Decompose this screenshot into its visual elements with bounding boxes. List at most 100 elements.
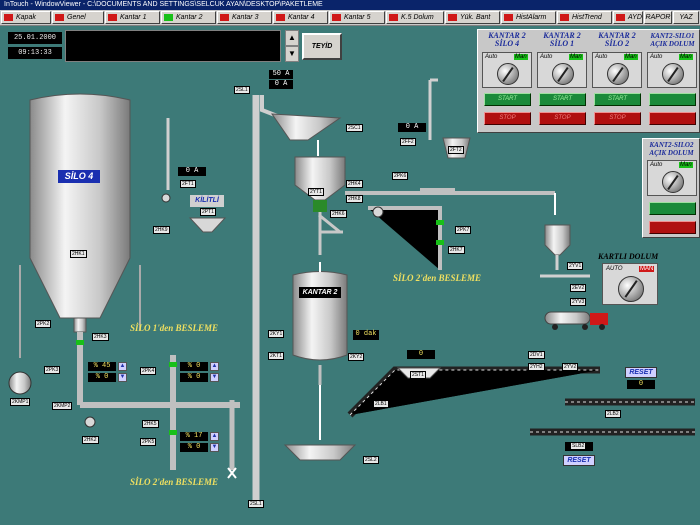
setpoint-value: % 45	[88, 362, 116, 371]
status-led	[164, 14, 173, 21]
status-led	[4, 14, 13, 21]
status-led	[389, 14, 398, 21]
knob-icon	[552, 63, 574, 85]
nav-rapor-button[interactable]: RAPOR	[644, 11, 672, 24]
motor-current-b: 0 A	[398, 123, 426, 132]
start-button[interactable]: START	[594, 93, 641, 106]
stop-button[interactable]: STOP	[539, 112, 586, 125]
reset-button-2[interactable]: RESET	[563, 455, 595, 466]
nav-kantar3-button[interactable]: Kantar 3	[217, 11, 272, 24]
selector-switch[interactable]: Auto Man	[647, 160, 697, 196]
status-led	[332, 14, 341, 21]
status-led	[616, 14, 625, 21]
status-led	[560, 14, 569, 21]
tag-label: 2HK6	[330, 210, 347, 218]
kilitli-hopper	[188, 217, 227, 233]
tag-label: SLB2	[570, 442, 587, 450]
nav-kapak-button[interactable]: Kapak	[1, 11, 51, 24]
alarm-message-box	[65, 30, 281, 62]
stop-button[interactable]: STOP	[594, 112, 641, 125]
panel-title: KANTAR 2 SİLO 4	[488, 31, 526, 48]
filling-hopper	[544, 224, 571, 256]
tanker-truck	[544, 311, 591, 325]
tag-label: 2HK8	[346, 195, 363, 203]
nav-histtrend-button[interactable]: HistTrend	[557, 11, 612, 24]
scroll-down-button[interactable]: ▼	[285, 46, 299, 62]
increase-button[interactable]: ▲	[210, 362, 219, 371]
nav-k5dolum-button[interactable]: K.5 Dolum	[386, 11, 444, 24]
nav-bar: Kapak Genel Kantar 1 Kantar 2 Kantar 3 K…	[0, 10, 700, 26]
setpoint-value: % 0	[180, 362, 208, 371]
knob-icon	[618, 276, 644, 302]
selector-switch[interactable]: Auto Man	[592, 52, 642, 88]
top-hopper	[271, 113, 342, 141]
status-led	[448, 14, 457, 21]
tag-label: 2LB1	[373, 400, 389, 408]
reset-button-1[interactable]: RESET	[625, 367, 657, 378]
status-led	[108, 14, 117, 21]
tag-label: 2PT1	[200, 208, 216, 216]
stop-button[interactable]: STOP	[484, 112, 531, 125]
start-button[interactable]: START	[539, 93, 586, 106]
decrease-button[interactable]: ▼	[210, 373, 219, 382]
nav-kantar1-button[interactable]: Kantar 1	[105, 11, 160, 24]
nav-yaz-button[interactable]: YAZ	[673, 11, 699, 24]
knob-icon	[497, 63, 519, 85]
tag-label: 2YH2	[528, 363, 545, 371]
nav-histalarm-button[interactable]: HistAlarm	[501, 11, 556, 24]
nav-kantar4-button[interactable]: Kantar 4	[273, 11, 328, 24]
tag-label: 2YV1	[567, 262, 584, 270]
silo2-feed-label-a: SİLO 2'den BESLEME	[393, 273, 482, 283]
tag-label: 2LB2	[605, 410, 621, 418]
tag-label: 2PK3	[44, 366, 61, 374]
start-button[interactable]	[649, 93, 696, 106]
tag-label: 2KY1	[268, 330, 285, 338]
decrease-button[interactable]: ▼	[210, 443, 219, 452]
status-led	[55, 14, 64, 21]
tag-label: 2KMP2	[52, 402, 73, 410]
tag-label: 2YV3	[570, 298, 587, 306]
nav-kantar2-button[interactable]: Kantar 2	[161, 11, 216, 24]
selector-switch[interactable]: Auto Man	[482, 52, 532, 88]
kartli-dolum-switch[interactable]: AUTO MAN	[602, 263, 658, 305]
tag-label: 2HK7	[448, 246, 465, 254]
knob-icon	[662, 63, 684, 85]
tag-label: 2FF2	[400, 138, 416, 146]
decrease-button[interactable]: ▼	[118, 373, 127, 382]
tag-label: 2SL1	[234, 86, 250, 94]
tag-label: 2HK2	[82, 436, 99, 444]
setpoint-value: % 17	[180, 432, 208, 441]
tag-label: 2HK9	[153, 226, 170, 234]
tag-label: 2HK3	[92, 333, 109, 341]
start-button[interactable]: START	[484, 93, 531, 106]
knob-icon	[662, 171, 684, 193]
tag-label: 2PK6	[392, 172, 409, 180]
stop-button[interactable]	[649, 221, 696, 234]
start-button[interactable]	[649, 202, 696, 215]
silo1-feed-label: SİLO 1'den BESLEME	[130, 323, 219, 333]
selector-switch[interactable]: Auto Man	[647, 52, 697, 88]
tag-label: 2KT1	[268, 352, 284, 360]
setpoint-actual: % 0	[180, 443, 208, 452]
nav-yukbant-button[interactable]: Yük. Bant	[445, 11, 500, 24]
kantar2-label: KANTAR 2	[299, 287, 341, 298]
weight-display-b: 0 A	[269, 80, 293, 89]
stop-button[interactable]	[649, 112, 696, 125]
kartli-dolum-label: KARTLI DOLUM	[598, 252, 659, 261]
tag-label: 2PK7	[455, 226, 472, 234]
panel-title: KANT2-SILO2 AÇIK DOLUM	[649, 141, 694, 157]
confirm-button[interactable]: TEYİD	[302, 33, 342, 60]
scroll-up-button[interactable]: ▲	[285, 30, 299, 46]
tag-label: 2KMP1	[10, 398, 31, 406]
window-title-bar: InTouch - WindowViewer - C:\DOCUMENTS AN…	[0, 0, 700, 10]
nav-genel-button[interactable]: Genel	[52, 11, 104, 24]
increase-button[interactable]: ▲	[210, 432, 219, 441]
silo2-feed-label-b: SİLO 2'den BESLEME	[130, 477, 219, 487]
selector-switch[interactable]: Auto Man	[537, 52, 587, 88]
kilitli-status: KİLİTLİ	[190, 195, 224, 207]
increase-button[interactable]: ▲	[118, 362, 127, 371]
tag-label: 2HK4	[346, 180, 363, 188]
nav-ayd-button[interactable]: AYD	[613, 11, 643, 24]
nav-kantar5-button[interactable]: Kantar 5	[329, 11, 385, 24]
status-led	[276, 14, 285, 21]
